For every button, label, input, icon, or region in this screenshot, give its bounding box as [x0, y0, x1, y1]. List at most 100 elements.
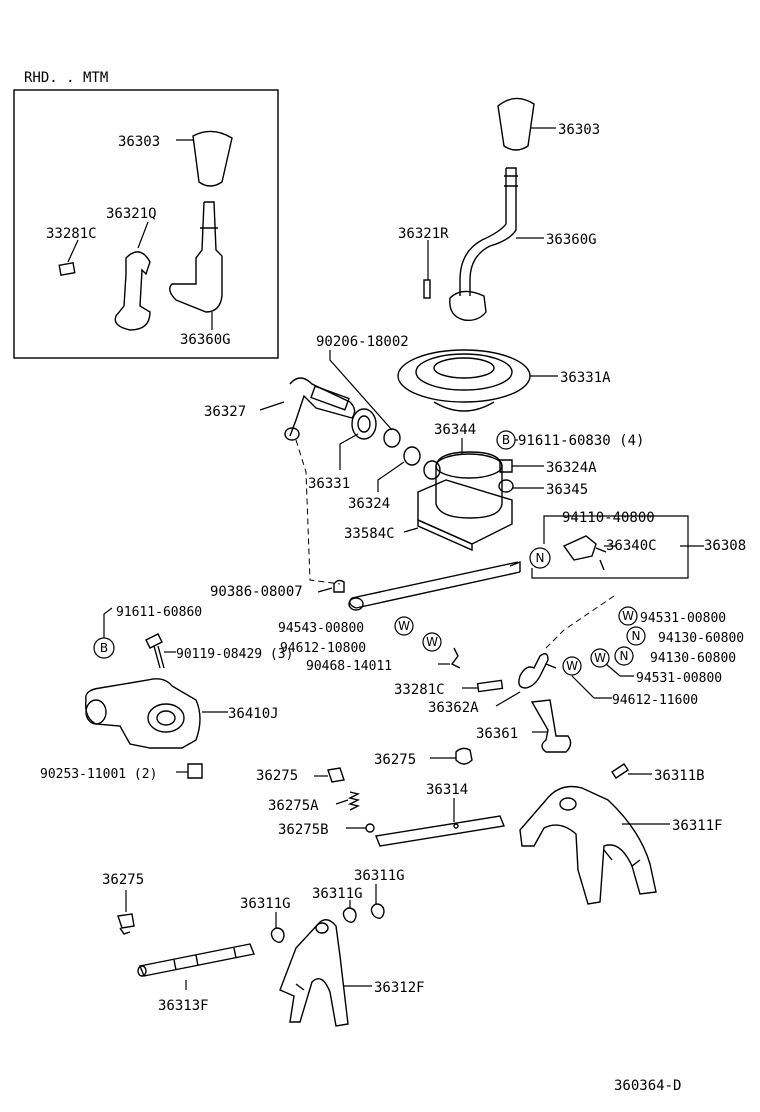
nut-symbol-text: N	[536, 551, 545, 565]
label-36311b: 36311B	[654, 768, 705, 784]
bushing-36345	[498, 479, 514, 493]
label-94612-11600: 94612-11600	[612, 693, 698, 708]
label-36410j: 36410J	[228, 706, 279, 722]
label-36321r: 36321R	[398, 226, 449, 242]
inset-title: RHD. . MTM	[24, 70, 108, 86]
label-33281c-inset: 33281C	[46, 226, 97, 242]
bushing-36331	[383, 428, 401, 448]
label-36331a: 36331A	[560, 370, 611, 386]
label-33584c: 33584C	[344, 526, 395, 542]
bolt-symbol-text: B	[502, 433, 510, 447]
bolt-symbol-1: B	[496, 430, 516, 450]
washer-symbol-text: W	[398, 619, 410, 633]
shift-actuator	[85, 678, 201, 749]
label-94531-b: 94531-00800	[636, 671, 722, 686]
label-36324a: 36324A	[546, 460, 597, 476]
washer-symbol-text: W	[594, 651, 606, 665]
label-90206: 90206-18002	[316, 334, 409, 350]
lever-bracket-inset	[114, 251, 151, 331]
label-36362a: 36362A	[428, 700, 479, 716]
label-36331: 36331	[308, 476, 350, 492]
label-36312f: 36312F	[374, 980, 425, 996]
washer-symbol-1: W	[618, 606, 638, 626]
label-94110: 94110-40800	[562, 510, 655, 526]
fork-shaft-36313f	[139, 943, 255, 977]
control-shaft-group: 94110-40800 N 36340C 36308 90386-08007 W…	[210, 510, 746, 753]
select-lever-shaft	[289, 377, 356, 437]
label-94612-10800: 94612-10800	[280, 641, 366, 656]
nut-symbol-3: N	[614, 646, 634, 666]
bolt-symbol-text: B	[100, 641, 108, 655]
pin-33281c	[476, 679, 504, 693]
snap-ring-a	[270, 927, 285, 943]
label-91611-60860: 91611-60860	[116, 605, 202, 620]
label-36361: 36361	[476, 726, 518, 742]
shift-fork-36311f: 36311F	[519, 785, 723, 905]
diagram-id: 360364-D	[614, 1078, 681, 1094]
cotter-pin-90468	[450, 647, 461, 669]
lever-pin	[423, 279, 431, 299]
ball-36275b	[365, 823, 375, 833]
plug-36275-a	[455, 747, 473, 765]
label-36340c: 36340C	[606, 538, 657, 554]
washer-symbol-2: W	[590, 648, 610, 668]
label-36311g-c: 36311G	[354, 868, 405, 884]
nut-symbol-2: N	[626, 626, 646, 646]
label-90253: 90253-11001 (2)	[40, 767, 157, 782]
shift-knob	[497, 97, 535, 151]
shift-lever-36362a	[518, 653, 549, 689]
lever-retainer-housing	[435, 451, 503, 519]
label-36303-inset: 36303	[118, 134, 160, 150]
label-36313f: 36313F	[158, 998, 209, 1014]
snap-ring-c	[370, 903, 385, 919]
label-33281c: 33281C	[394, 682, 445, 698]
pin-inset	[58, 262, 76, 276]
control-shaft	[349, 561, 521, 609]
washer-symbol-3: W	[562, 656, 582, 676]
label-90119: 90119-08429 (3)	[176, 647, 293, 662]
lever-base-bracket	[449, 290, 487, 322]
bolt-symbol-2: B	[93, 637, 115, 659]
label-36303: 36303	[558, 122, 600, 138]
bolt-90253	[187, 763, 203, 779]
shift-lever	[459, 167, 518, 296]
label-36311g-a: 36311G	[240, 896, 291, 912]
washer-symbol-text: W	[426, 635, 438, 649]
label-36360g: 36360G	[546, 232, 597, 248]
actuator-assembly: B 91611-60860 90119-08429 (3) 36410J 902…	[40, 605, 293, 782]
shift-inner-lever-36361	[530, 699, 572, 753]
label-36327: 36327	[204, 404, 246, 420]
plug-36275-c	[117, 913, 135, 935]
label-36324: 36324	[348, 496, 390, 512]
label-94531-a: 94531-00800	[640, 611, 726, 626]
spring-36275a	[347, 791, 361, 811]
label-36314: 36314	[426, 782, 468, 798]
nut-symbol-text: N	[632, 629, 641, 643]
label-90468: 90468-14011	[306, 659, 392, 674]
nut-symbol-text: N	[620, 649, 629, 663]
label-36275a: 36275A	[268, 798, 319, 814]
bushing-36324	[403, 446, 421, 466]
label-36275-b: 36275	[256, 768, 298, 784]
washer-symbol-text: W	[566, 659, 578, 673]
rhd-mtm-inset: RHD. . MTM 36303 36321Q 33281C 36360G	[13, 70, 279, 359]
label-36275b: 36275B	[278, 822, 329, 838]
label-36360g-inset: 36360G	[180, 332, 231, 348]
nut-symbol-1: N	[529, 547, 551, 569]
label-36311g-b: 36311G	[312, 886, 363, 902]
shift-knob-inset	[192, 130, 233, 187]
bolt-90119	[145, 633, 165, 669]
label-91611-60830: 91611-60830 (4)	[518, 433, 644, 449]
select-lever-assembly: 36327 36331 36324	[204, 377, 421, 585]
snap-ring-b	[342, 907, 357, 923]
washer-symbol-text: W	[622, 609, 634, 623]
boot-retainer-assembly: 36331A 90206-18002 36344 B 91611-60830 (…	[316, 334, 644, 552]
label-94130-b: 94130-60800	[650, 651, 736, 666]
detent-parts: 36275 36275 36275A 36275B 36314 36311B	[256, 747, 705, 847]
oil-seal	[351, 408, 377, 440]
label-36275-a: 36275	[374, 752, 416, 768]
bushing-36324a	[499, 459, 513, 473]
label-94130-a: 94130-60800	[658, 631, 744, 646]
label-36321q: 36321Q	[106, 206, 157, 222]
